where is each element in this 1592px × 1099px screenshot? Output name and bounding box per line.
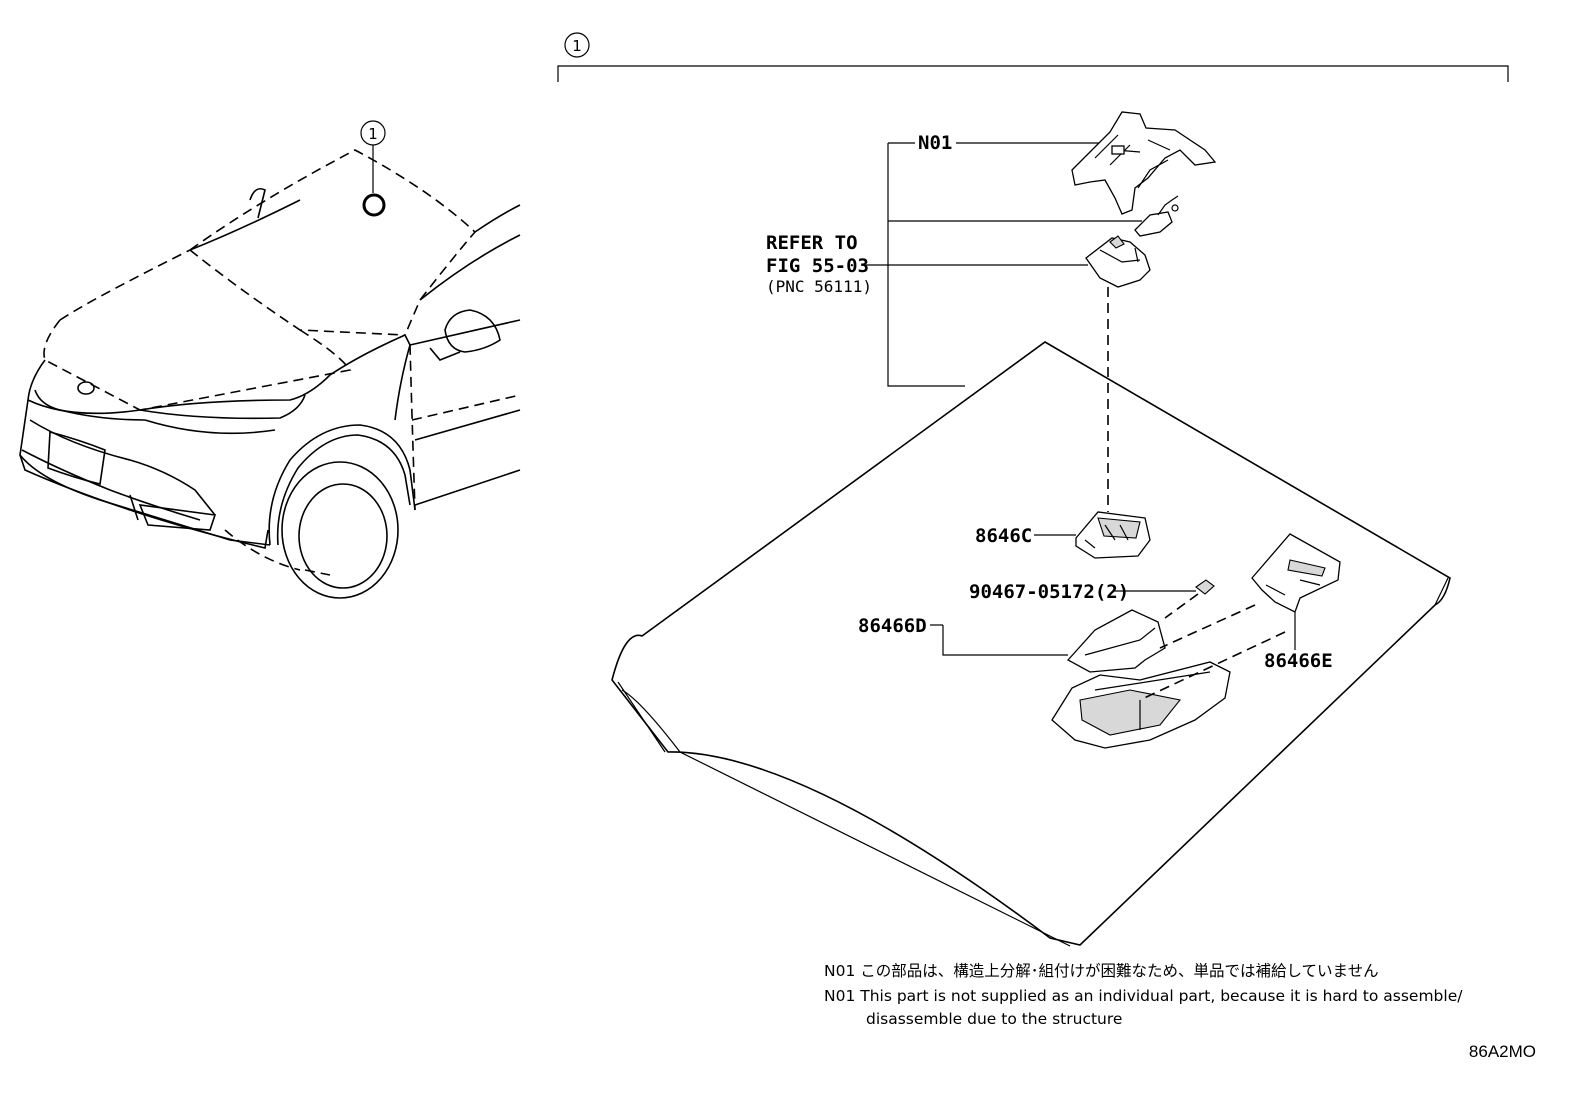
clip-90467-part [1114,579,1215,619]
n01-group-lines [862,142,1142,387]
windshield-glass [611,341,1451,947]
note-english-line1: N01 This part is not supplied as an indi… [824,987,1463,1005]
camera-cable-part [1134,195,1179,237]
note-japanese: N01 この部品は、構造上分解･組付けが困難なため、単品では補給していません [824,962,1379,980]
sensor-8646c-part [1034,511,1151,559]
label-90467: 90467-05172(2) [969,581,1129,603]
label-8646c: 8646C [975,525,1032,547]
label-refer-to: REFER TO [766,232,858,254]
cover-86466d-part [930,609,1231,749]
cover-86466e-part [1139,533,1341,701]
car-overview-drawing [19,149,521,599]
header-callout-number: 1 [572,37,582,55]
callout-1-header: 1 [557,32,1509,82]
label-fig-ref: FIG 55-03 [766,255,869,277]
upper-bracket-part [1071,111,1217,215]
label-n01: N01 [918,132,952,154]
label-86466e: 86466E [1264,650,1333,672]
camera-location-circle [362,193,386,217]
label-pnc-ref: (PNC 56111) [766,277,872,296]
diagram-code: 86A2MO [1469,1042,1536,1061]
label-86466d: 86466D [858,615,927,637]
camera-housing-part [1085,235,1151,288]
note-english-line2: disassemble due to the structure [866,1010,1122,1028]
callout-1-number: 1 [368,125,378,143]
callout-1-marker: 1 [360,120,386,217]
